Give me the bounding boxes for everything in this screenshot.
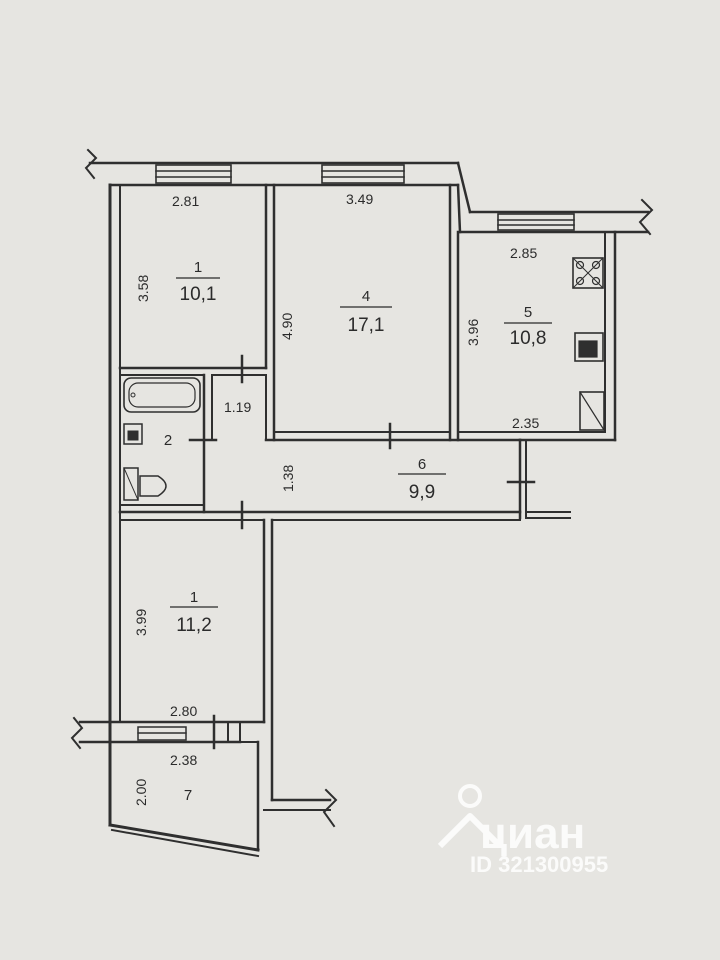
room5-number: 5 <box>524 304 532 321</box>
window-room5 <box>497 213 575 231</box>
dim-room3-width: 2.81 <box>172 193 199 209</box>
watermark-brand: циан <box>480 809 585 858</box>
dim-room1-height: 3.99 <box>133 609 149 636</box>
break-mark-bottom-left <box>70 716 84 750</box>
stove-burner <box>575 260 585 270</box>
stove-icon <box>572 257 604 289</box>
dim-balcony-width: 2.38 <box>170 752 197 768</box>
dim-room3-height: 3.58 <box>135 275 151 302</box>
bathtub-icon <box>123 377 201 413</box>
toilet-tank-mark <box>123 467 139 501</box>
stove-burner <box>591 260 601 270</box>
stove-burner <box>591 276 601 286</box>
sink-icon <box>123 423 143 445</box>
door-ticks <box>188 354 536 750</box>
dim-room5-height: 3.96 <box>465 319 481 346</box>
kitchen-sink-basin <box>578 340 598 358</box>
kitchen-sink-icon <box>574 332 604 362</box>
dim-hall-upper: 1.19 <box>224 399 251 415</box>
dimension-labels: 2.81 3.49 2.85 2.35 1.19 2.80 2.38 3.58 … <box>133 191 539 806</box>
stove-mark <box>572 257 604 289</box>
watermark: циан ID 321300955 <box>437 784 608 877</box>
wall-balcony-bottom <box>108 823 260 852</box>
room3-area: 10,1 <box>180 284 217 305</box>
window-room4 <box>321 164 405 184</box>
windows-top <box>155 164 575 231</box>
break-mark-top-right <box>638 198 654 236</box>
watermark-id: ID 321300955 <box>470 852 608 877</box>
room4-number: 4 <box>362 288 370 305</box>
room3-number: 1 <box>194 259 202 276</box>
break-mark-top-left <box>84 148 98 180</box>
room1-area: 11,2 <box>176 615 212 636</box>
toilet-icon <box>139 475 167 497</box>
break-mark-bottom-right <box>322 788 338 828</box>
dim-balcony-height: 2.00 <box>133 779 149 806</box>
room2-number: 2 <box>164 432 172 449</box>
bathtub-drain <box>130 392 136 398</box>
dim-room4-width: 3.49 <box>346 191 373 207</box>
vent-shaft-mark <box>579 391 605 431</box>
room6-number: 6 <box>418 456 426 473</box>
room7-number: 7 <box>184 787 192 804</box>
room5-area: 10,8 <box>510 328 547 349</box>
watermark-logo-icon <box>437 784 503 849</box>
vent-shaft-icon <box>579 391 605 431</box>
wall-balcony-bottom-outer <box>110 828 260 858</box>
room1-number: 1 <box>190 589 198 606</box>
dim-hall-width: 1.38 <box>280 465 296 492</box>
dim-room5-bottom: 2.35 <box>512 415 539 431</box>
dim-room5-width: 2.85 <box>510 245 537 261</box>
dim-room1-width: 2.80 <box>170 703 197 719</box>
bathtub-inner <box>128 382 196 408</box>
stove-burner <box>575 276 585 286</box>
sink-basin <box>127 430 139 441</box>
dim-room4-height: 4.90 <box>279 313 295 340</box>
window-room3 <box>155 164 232 184</box>
outer-wall-step <box>456 161 472 214</box>
room4-area: 17,1 <box>348 315 385 336</box>
room6-area: 9,9 <box>409 482 435 503</box>
room-labels: 1 10,1 4 17,1 5 10,8 2 6 9,9 1 11,2 7 <box>164 259 552 804</box>
walls <box>70 148 654 858</box>
outer-wall-step-inner <box>456 183 462 234</box>
